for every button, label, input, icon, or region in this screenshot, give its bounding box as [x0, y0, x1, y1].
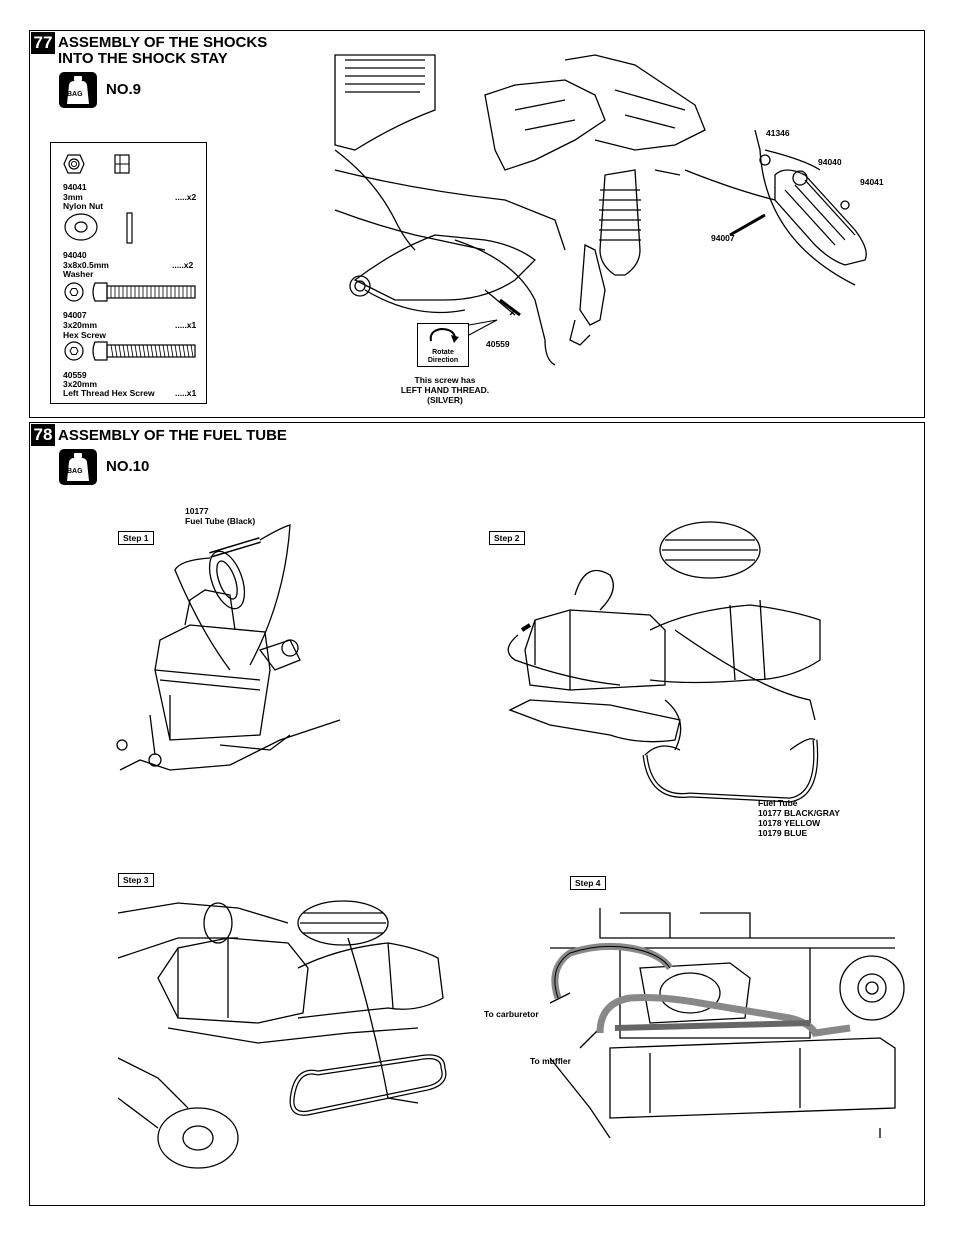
fuel-tube-options: Fuel Tube 10177 BLACK/GRAY 10178 YELLOW …: [758, 798, 840, 838]
callout-94040: 94040: [818, 157, 842, 167]
step-2-fuel-tube-routing: [507, 521, 821, 803]
part-40559-qty: .....x1: [175, 388, 197, 398]
callout-94041: 94041: [860, 177, 884, 187]
part-94007-code: 94007: [63, 310, 87, 320]
bag-icon-label: BAG: [67, 468, 83, 475]
step-3-fuel-tube-placement: [117, 900, 447, 1169]
to-muffler-label: To muffler: [530, 1056, 571, 1066]
part-40559-size: 3x20mm: [63, 379, 98, 389]
left-thread-note: This screw has LEFT HAND THREAD. (SILVER…: [400, 375, 490, 405]
washer-icon: [64, 213, 98, 241]
rotate-box-pointer: [468, 319, 498, 336]
bag-number: NO.9: [106, 81, 142, 98]
part-94041-code: 94041: [63, 182, 87, 192]
step-77-number: 77: [31, 32, 55, 54]
part-40559-code: 40559: [63, 370, 87, 380]
part-94041-size: 3mm: [63, 192, 83, 202]
step-1-label: Step 1: [118, 531, 154, 545]
callout-40559: 40559: [486, 339, 510, 349]
step-3-label: Step 3: [118, 873, 154, 887]
rotate-direction-box: [417, 323, 469, 367]
part-94040-qty: .....x2: [172, 260, 194, 270]
callout-94007: 94007: [711, 233, 735, 243]
rotate-arrow-icon: [429, 327, 459, 343]
shock-assembly-illustration: [334, 54, 867, 366]
step-77-title-line2: INTO THE SHOCK STAY: [58, 50, 228, 67]
callout-41346: 41346: [766, 128, 790, 138]
step-78-title: ASSEMBLY OF THE FUEL TUBE: [58, 427, 287, 444]
step-77-title: ASSEMBLY OF THE SHOCKS INTO THE SHOCK ST…: [58, 35, 267, 67]
bag-icon: [59, 449, 97, 485]
left-thread-screw-icon: [64, 341, 196, 361]
bag-number: NO.10: [106, 458, 150, 475]
step-2-label: Step 2: [489, 531, 525, 545]
step-77-title-line1: ASSEMBLY OF THE SHOCKS: [58, 34, 268, 51]
step-4-tube-connections: [549, 908, 905, 1139]
to-carburetor-label: To carburetor: [484, 1009, 539, 1019]
step-1-fuel-tank-illustration: [116, 524, 341, 771]
step-78-number: 78: [31, 424, 55, 446]
part-94040-code: 94040: [63, 250, 87, 260]
washer-side-icon: [126, 212, 133, 244]
bag-icon: [59, 72, 97, 108]
part-40559-name: Left Thread Hex Screw: [63, 388, 155, 398]
nylon-nut-icon: [63, 154, 85, 174]
step-4-label: Step 4: [570, 876, 606, 890]
rotate-direction-label: Rotate Direction: [427, 349, 459, 364]
step-78-panel: [29, 422, 925, 1206]
part-94040-size: 3x8x0.5mm: [63, 260, 109, 270]
nylon-nut-side-icon: [114, 154, 130, 174]
part-94041-name: Nylon Nut: [63, 201, 104, 211]
part-94007-name: Hex Screw: [63, 330, 106, 340]
part-94040-name: Washer: [63, 269, 94, 279]
part-94041-qty: .....x2: [175, 192, 197, 202]
bag-icon-label: BAG: [67, 91, 83, 98]
part-94007-size: 3x20mm: [63, 320, 98, 330]
hex-screw-icon: [64, 282, 196, 302]
part-94007-qty: .....x1: [175, 320, 197, 330]
fuel-tube-part-label: 10177 Fuel Tube (Black): [185, 506, 256, 526]
